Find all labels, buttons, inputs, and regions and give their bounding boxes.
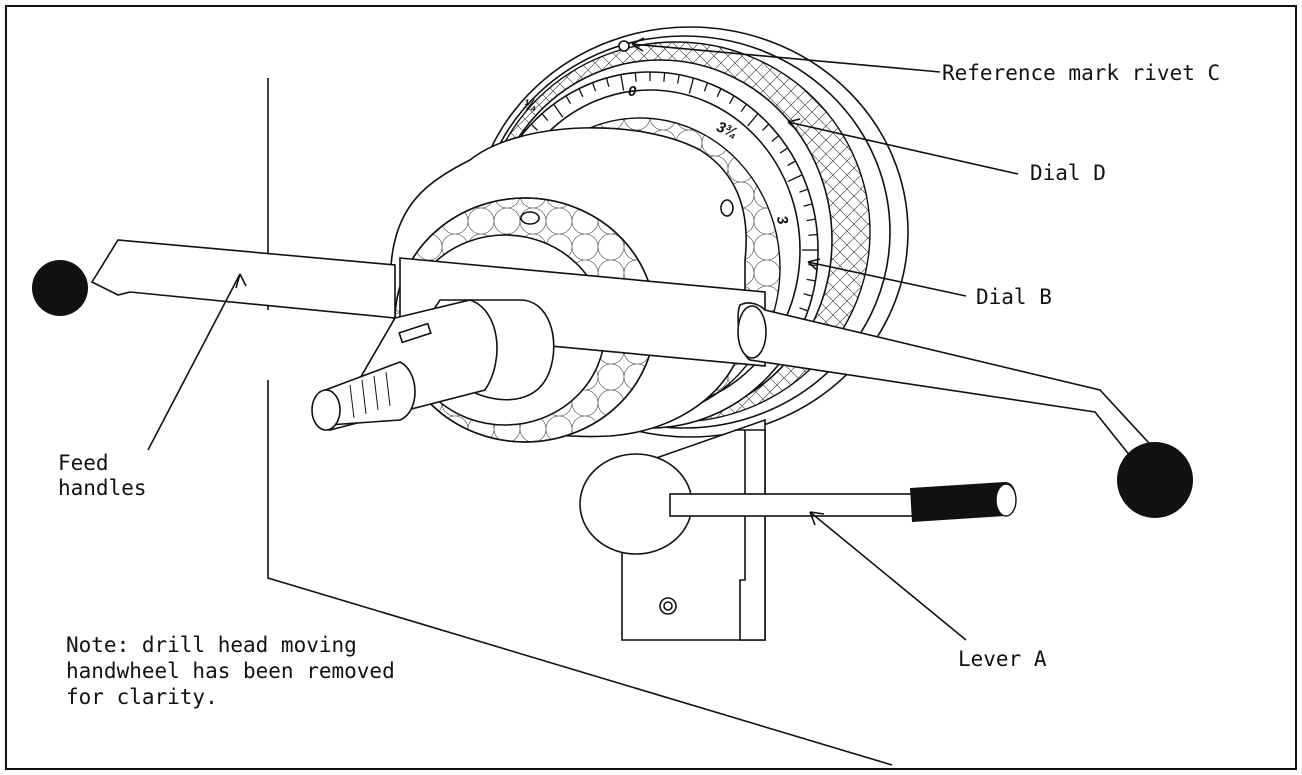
dial-mark-quarter: ¼ [524,97,537,114]
dial-tick [806,278,816,282]
note-line3: for clarity. [66,685,218,709]
dial-tick [728,95,735,104]
dial-tick [799,188,809,193]
dial-tick [620,74,625,91]
dial-tick [761,123,770,131]
dial-tick [803,203,813,207]
lever-a-assembly [579,418,1017,641]
dial-tick [634,72,637,82]
dial-tick [703,82,709,92]
dial-tick [787,174,803,183]
dial-tick [747,113,759,127]
leader-dial-d [787,121,1019,175]
dial-tick [688,77,695,94]
label-lever-a: Lever A [958,647,1047,671]
dial-tick [799,307,809,312]
label-reference-mark-rivet-c: Reference mark rivet C [942,61,1220,85]
note-line2: handwheel has been removed [66,659,395,683]
handle-knob-right [1117,442,1193,518]
dial-tick [787,160,796,167]
dial-tick [740,103,747,112]
dial-tick [771,135,780,142]
rivet [720,199,734,217]
dial-tick [553,103,564,118]
label-dial-d: Dial D [1030,161,1106,185]
dial-tick [565,95,572,104]
dial-tick [806,218,816,222]
leader-feed-handles [147,273,241,451]
handle-knob-left [32,260,88,316]
dial-tick [605,77,610,87]
dial-tick [676,74,680,84]
leader-dial-b [807,261,967,297]
figure-border [5,5,1297,770]
label-feed-handles-line1: Feed [58,451,109,475]
dial-tick [779,147,788,154]
dial-tick [578,88,584,98]
lever-a-grip [910,482,1017,522]
dial-tick [808,233,818,236]
dial-mark-zero: 0 [628,83,637,100]
dial-mark-three-quarter: 3¾ [714,118,740,142]
label-feed-handles-line2: handles [58,476,147,500]
leader-lines [147,37,1019,641]
dial-tick [530,123,539,131]
dial-tick [541,113,549,121]
note-line1: Note: drill head moving [66,633,357,657]
dial-tick [716,88,722,98]
reference-rivet-c [618,40,630,52]
dial-tick [591,82,597,92]
dial-tick [803,293,813,297]
dial-tick [808,264,818,267]
dial-tick [663,72,666,82]
leader-reference-mark [631,43,941,73]
label-dial-b: Dial B [976,285,1052,309]
spindle-shaft [311,299,555,432]
leader-lever-a [809,511,967,641]
